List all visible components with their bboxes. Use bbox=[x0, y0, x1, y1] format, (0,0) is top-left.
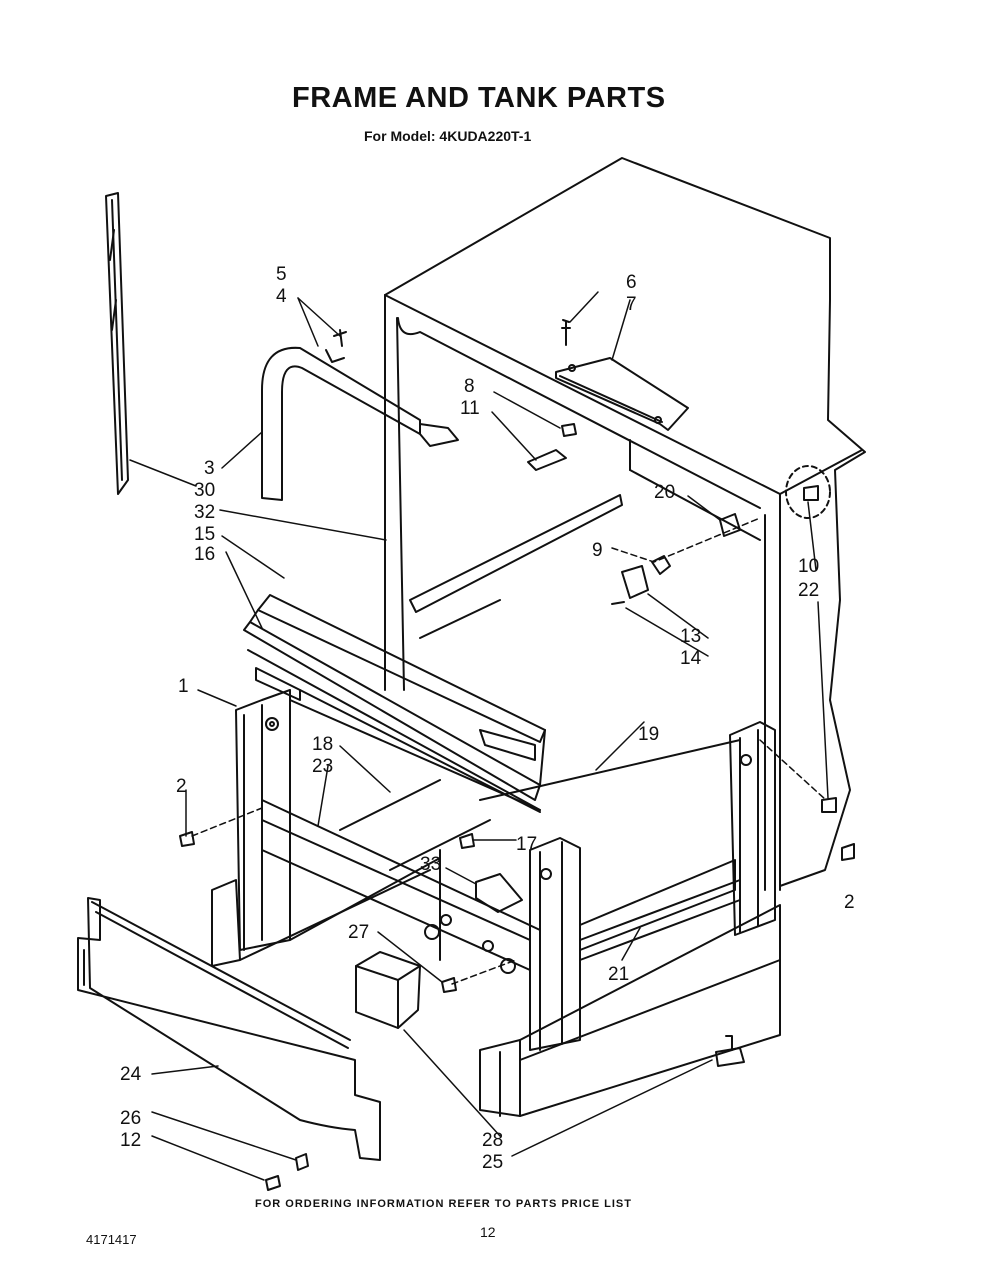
callout-18: 18 bbox=[312, 734, 333, 755]
base-frame bbox=[211, 689, 776, 1051]
page-number: 12 bbox=[480, 1224, 496, 1240]
callout-17: 17 bbox=[516, 834, 537, 855]
callout-2-right: 2 bbox=[844, 892, 855, 913]
callout-1: 1 bbox=[178, 676, 189, 697]
callout-9: 9 bbox=[592, 540, 603, 561]
document-number: 4171417 bbox=[86, 1232, 137, 1247]
callout-30: 30 bbox=[194, 480, 215, 501]
tank-outline bbox=[384, 157, 866, 891]
callout-20: 20 bbox=[654, 482, 675, 503]
ordering-note: FOR ORDERING INFORMATION REFER TO PARTS … bbox=[255, 1198, 632, 1210]
callout-25: 25 bbox=[482, 1152, 503, 1173]
callout-23: 23 bbox=[312, 756, 333, 777]
callout-21: 21 bbox=[608, 964, 629, 985]
callout-15: 15 bbox=[194, 524, 215, 545]
model-subtitle: For Model: 4KUDA220T-1 bbox=[364, 128, 532, 144]
callout-4: 4 bbox=[276, 286, 287, 307]
callout-labels: 5 4 6 7 8 11 3 30 32 15 16 20 9 10 22 13… bbox=[120, 264, 855, 1173]
callout-32: 32 bbox=[194, 502, 215, 523]
page-title: FRAME AND TANK PARTS bbox=[292, 82, 666, 114]
callout-27: 27 bbox=[348, 922, 369, 943]
callout-5: 5 bbox=[276, 264, 287, 285]
callout-33: 33 bbox=[420, 854, 441, 875]
callout-7: 7 bbox=[626, 294, 637, 315]
small-fasteners bbox=[179, 465, 855, 1191]
side-rail bbox=[105, 192, 129, 495]
nut-and-clip bbox=[527, 423, 577, 471]
callout-6: 6 bbox=[626, 272, 637, 293]
callout-14: 14 bbox=[680, 648, 702, 669]
callout-2-left: 2 bbox=[176, 776, 187, 797]
toe-panel bbox=[77, 897, 381, 1161]
callout-10: 10 bbox=[798, 556, 819, 577]
callout-28: 28 bbox=[482, 1130, 503, 1151]
callout-3: 3 bbox=[204, 458, 215, 479]
callout-8: 8 bbox=[464, 376, 475, 397]
callout-22: 22 bbox=[798, 580, 819, 601]
callout-16: 16 bbox=[194, 544, 215, 565]
callout-12: 12 bbox=[120, 1130, 141, 1151]
door-gasket bbox=[261, 329, 459, 501]
callout-19: 19 bbox=[638, 724, 659, 745]
junction-box bbox=[355, 951, 421, 1029]
callout-24: 24 bbox=[120, 1064, 142, 1085]
callout-26: 26 bbox=[120, 1108, 141, 1129]
callout-13: 13 bbox=[680, 626, 701, 647]
leader-lines bbox=[129, 291, 829, 1181]
tub-rails bbox=[243, 594, 546, 813]
callout-11: 11 bbox=[460, 398, 480, 419]
tank-top-bracket bbox=[555, 319, 689, 431]
base-plinth bbox=[479, 904, 781, 1117]
